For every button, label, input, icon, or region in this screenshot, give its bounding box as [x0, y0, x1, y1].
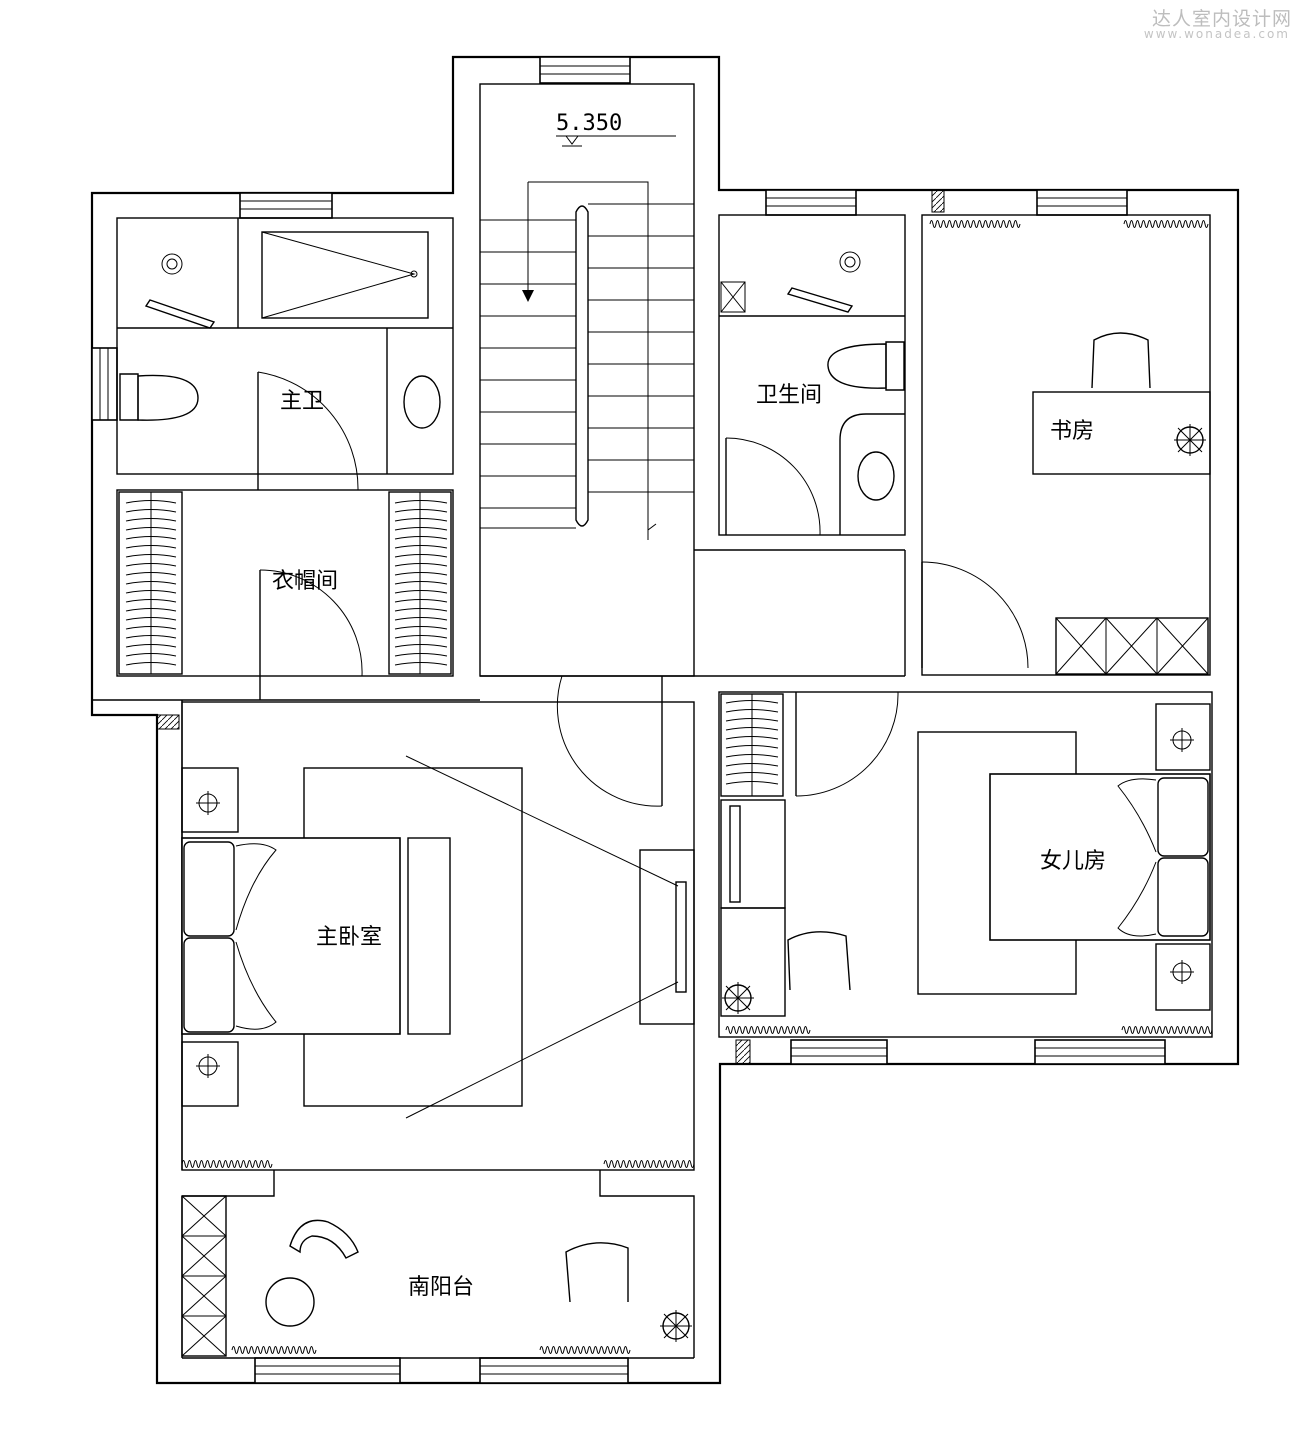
door-bathroom — [725, 437, 821, 536]
window-daughter-right — [1034, 1039, 1166, 1065]
master-bedroom-fixtures — [181, 755, 695, 1119]
label-master-bath: 主卫 — [280, 389, 324, 414]
master-bath-fixtures — [119, 231, 441, 429]
label-daughter-room: 女儿房 — [1040, 849, 1106, 874]
door-master-bedroom — [556, 675, 663, 807]
window-master-bath — [239, 192, 333, 219]
balcony-fixtures — [181, 1195, 692, 1357]
bathroom-fixtures — [720, 251, 905, 535]
room-labels: 主卫 衣帽间 卫生间 书房 主卧室 女儿房 南阳台 — [272, 383, 1106, 1300]
label-closet: 衣帽间 — [272, 569, 338, 594]
window-side-left — [91, 347, 118, 421]
curtains — [181, 220, 1213, 1354]
outer-wall — [90, 55, 1240, 1385]
doors — [257, 371, 1029, 807]
door-master-bath — [257, 371, 359, 491]
windows — [91, 56, 1166, 1384]
watermark-title: 达人室内设计网 — [1151, 8, 1292, 30]
study-fixtures — [1032, 332, 1211, 675]
window-stair-top — [539, 56, 631, 84]
door-study — [921, 561, 1029, 669]
daughter-room-fixtures — [720, 693, 1211, 1017]
label-south-balcony: 南阳台 — [408, 1275, 474, 1300]
elevation-text: 5.350 — [556, 111, 622, 136]
closet-fixtures — [118, 491, 452, 675]
window-balcony-right — [479, 1357, 629, 1384]
door-closet — [259, 569, 363, 700]
window-balcony-left — [254, 1357, 401, 1384]
label-study: 书房 — [1050, 419, 1094, 444]
watermark-url: www.wonadea.com — [1143, 27, 1290, 41]
interior-walls — [92, 83, 1213, 1359]
window-daughter-left — [790, 1039, 888, 1065]
label-master-bedroom: 主卧室 — [316, 925, 382, 950]
label-bathroom: 卫生间 — [756, 383, 822, 408]
window-bathroom — [765, 189, 857, 216]
window-study — [1036, 189, 1128, 216]
door-daughter-room — [795, 691, 899, 797]
elevation-marker: 5.350 — [556, 111, 676, 147]
stairs — [480, 181, 694, 540]
